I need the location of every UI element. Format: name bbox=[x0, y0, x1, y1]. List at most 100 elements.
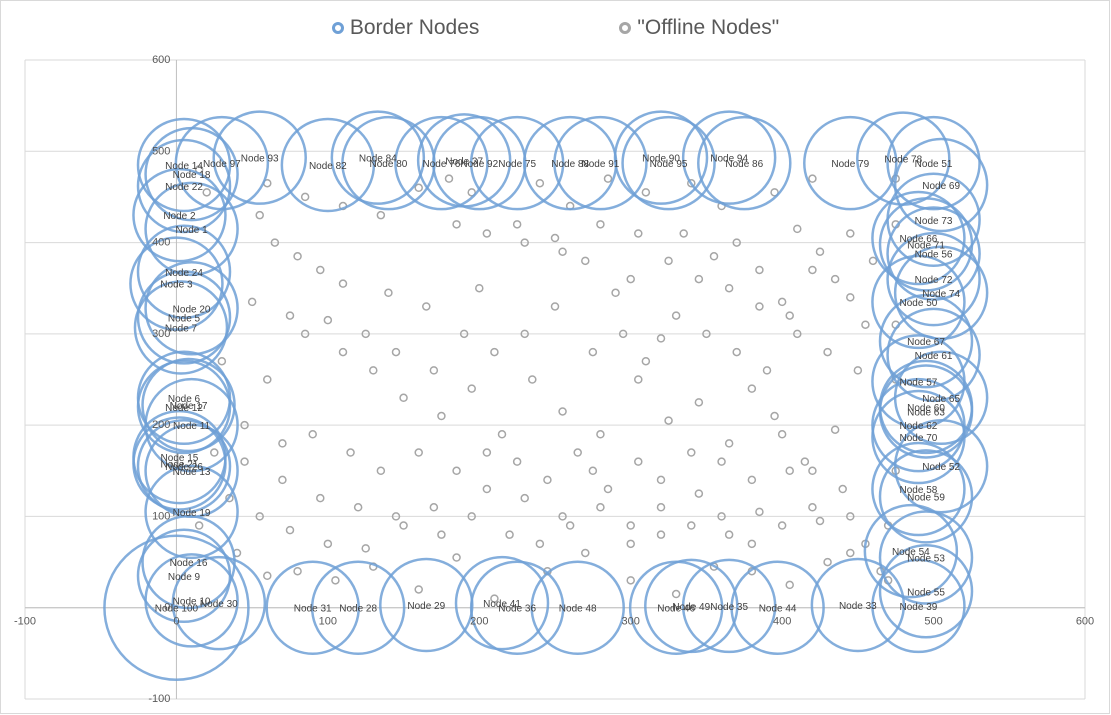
border-node-label: Node 88 bbox=[551, 159, 589, 170]
offline-node-point bbox=[444, 174, 454, 183]
offline-node-point bbox=[558, 512, 567, 521]
offline-node-point bbox=[755, 265, 764, 275]
offline-node-point bbox=[687, 448, 696, 457]
offline-node-point bbox=[452, 220, 461, 229]
offline-node-point bbox=[603, 484, 613, 494]
border-node-label: Node 14 bbox=[165, 161, 203, 172]
offline-node-point bbox=[520, 493, 529, 503]
border-node-label: Node 55 bbox=[907, 587, 945, 598]
offline-node-point bbox=[346, 448, 355, 457]
offline-node-point bbox=[664, 416, 673, 425]
border-node-point bbox=[212, 110, 307, 205]
offline-node-point bbox=[437, 530, 446, 539]
border-node-label: Node 71 bbox=[907, 240, 945, 251]
y-tick-label: 200 bbox=[152, 419, 170, 431]
border-node-label: Node 84 bbox=[359, 154, 397, 165]
offline-node-point bbox=[338, 347, 348, 357]
offline-node-point bbox=[846, 229, 855, 238]
border-node-label: Node 63 bbox=[907, 407, 945, 418]
border-node-point bbox=[886, 307, 981, 403]
border-node-point bbox=[697, 115, 792, 211]
border-node-point bbox=[432, 115, 527, 211]
border-node-point bbox=[886, 172, 981, 267]
offline-node-point bbox=[596, 220, 605, 229]
border-node-label: Node 18 bbox=[173, 170, 211, 181]
offline-node-point bbox=[535, 539, 545, 549]
offline-node-point bbox=[293, 252, 302, 261]
offline-node-point bbox=[634, 457, 643, 466]
offline-node-point bbox=[399, 393, 408, 403]
border-node-label: Node 74 bbox=[922, 289, 960, 300]
border-node-label: Node 49 bbox=[672, 602, 710, 613]
offline-node-point bbox=[641, 356, 651, 366]
border-node-label: Node 28 bbox=[339, 604, 377, 615]
offline-node-point bbox=[846, 548, 855, 558]
offline-node-point bbox=[800, 457, 810, 466]
border-node-label: Node 56 bbox=[915, 250, 953, 261]
border-node-label: Node 60 bbox=[907, 403, 945, 414]
offline-node-point bbox=[634, 375, 643, 384]
border-node-label: Node 7 bbox=[165, 323, 198, 334]
y-tick-label: 400 bbox=[152, 237, 170, 249]
offline-node-point bbox=[808, 265, 817, 275]
border-node-label: Node 26 bbox=[165, 462, 203, 473]
offline-node-point bbox=[247, 297, 257, 307]
offline-node-point bbox=[868, 256, 878, 266]
border-node-label: Node 93 bbox=[241, 154, 279, 165]
border-node-label: Node 59 bbox=[907, 492, 945, 503]
border-node-label: Node 50 bbox=[900, 298, 938, 309]
y-tick-label: 500 bbox=[152, 145, 170, 157]
border-node-label: Node 44 bbox=[759, 604, 797, 615]
offline-node-point bbox=[815, 516, 825, 526]
offline-nodes-series bbox=[194, 165, 900, 603]
offline-node-point bbox=[694, 274, 704, 284]
offline-node-point bbox=[770, 411, 779, 421]
x-tick-label: 200 bbox=[470, 616, 488, 628]
border-node-point bbox=[644, 558, 739, 654]
offline-node-point bbox=[369, 366, 378, 375]
offline-node-point bbox=[596, 430, 605, 439]
border-node-point bbox=[171, 555, 267, 651]
border-node-point bbox=[136, 418, 232, 514]
offline-node-point bbox=[202, 188, 211, 197]
border-node-label: Node 52 bbox=[922, 462, 960, 473]
offline-node-point bbox=[482, 484, 492, 494]
border-node-point bbox=[878, 293, 974, 389]
border-node-point bbox=[871, 441, 966, 537]
border-node-point bbox=[129, 236, 224, 331]
offline-node-point bbox=[384, 288, 393, 298]
offline-nodes-marker-icon bbox=[619, 22, 632, 34]
legend-label-offline-nodes: "Offline Nodes" bbox=[637, 16, 780, 39]
border-node-label: Node 30 bbox=[200, 599, 238, 610]
offline-node-point bbox=[777, 430, 787, 439]
offline-node-point bbox=[293, 566, 302, 576]
offline-node-point bbox=[626, 521, 635, 530]
offline-node-point bbox=[452, 553, 461, 562]
offline-node-point bbox=[414, 448, 423, 457]
offline-node-point bbox=[626, 274, 635, 284]
border-node-label: Node 69 bbox=[922, 181, 960, 192]
border-node-label: Node 6 bbox=[168, 394, 201, 405]
offline-node-point bbox=[717, 512, 726, 521]
y-tick-label: 0 bbox=[164, 602, 170, 614]
x-tick-label: 400 bbox=[773, 616, 791, 628]
offline-node-point bbox=[414, 183, 423, 193]
border-node-label: Node 78 bbox=[884, 155, 922, 166]
offline-node-point bbox=[194, 521, 204, 530]
offline-node-point bbox=[429, 366, 439, 375]
legend: Border Nodes "Offline Nodes" bbox=[0, 16, 1111, 40]
offline-node-point bbox=[770, 188, 779, 197]
offline-node-point bbox=[543, 475, 552, 485]
border-node-label: Node 31 bbox=[294, 604, 332, 615]
border-node-point bbox=[141, 357, 236, 453]
offline-node-point bbox=[300, 192, 310, 202]
offline-node-point bbox=[823, 347, 832, 357]
offline-node-point bbox=[512, 457, 522, 466]
border-node-point bbox=[280, 117, 376, 213]
offline-node-point bbox=[838, 484, 847, 494]
border-node-point bbox=[132, 167, 227, 263]
border-node-point bbox=[530, 560, 625, 655]
offline-node-point bbox=[550, 302, 560, 311]
offline-node-point bbox=[467, 512, 476, 521]
border-node-point bbox=[136, 138, 232, 234]
